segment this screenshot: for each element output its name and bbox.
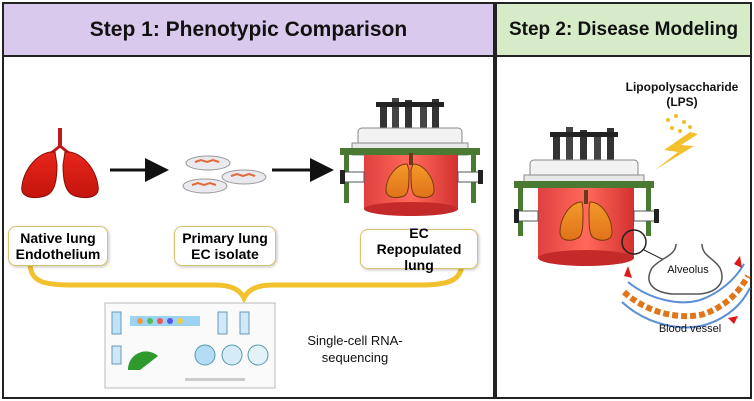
alveolus-label: Alveolus [667, 264, 709, 276]
native-lung-line2: Endothelium [15, 246, 101, 262]
step2-panel: Step 2: Disease Modeling [495, 2, 752, 399]
bioreactor-icon [340, 98, 483, 216]
step2-header: Step 2: Disease Modeling [497, 4, 750, 57]
native-lung-label: Native lung Endothelium [8, 226, 108, 266]
curly-bracket [27, 259, 465, 304]
lps-line1: Lipopolysaccharide [625, 80, 739, 94]
sequencing-caption: Single-cell RNA- sequencing [290, 332, 420, 366]
primary-ec-line2: EC isolate [191, 246, 259, 262]
step1-header: Step 1: Phenotypic Comparison [4, 4, 493, 57]
bioreactor-icon-step2 [514, 127, 669, 266]
blood-vessel-label: Blood vessel [658, 323, 722, 335]
primary-ec-line1: Primary lung [182, 230, 268, 246]
blood-vessel-icon [621, 256, 751, 329]
lps-particles-icon [666, 114, 692, 133]
primary-ec-label: Primary lung EC isolate [174, 226, 276, 266]
ec-repopulated-label: EC Repopulated lung [360, 225, 478, 273]
sequencing-schematic-icon [104, 302, 276, 389]
petri-dish-icon [182, 155, 267, 194]
native-lung-line1: Native lung [20, 230, 96, 246]
native-lung-icon [21, 128, 99, 199]
ec-repopulated-line1: EC Repopulated [376, 225, 462, 257]
sequencing-line1: Single-cell RNA- [307, 333, 403, 348]
alveolus-icon [648, 243, 723, 295]
lps-line2: (LPS) [666, 95, 698, 109]
ec-repopulated-line2: lung [404, 257, 434, 273]
lps-label: Lipopolysaccharide (LPS) [612, 80, 752, 110]
lightning-icon [655, 132, 698, 170]
sequencing-line2: sequencing [321, 350, 389, 365]
